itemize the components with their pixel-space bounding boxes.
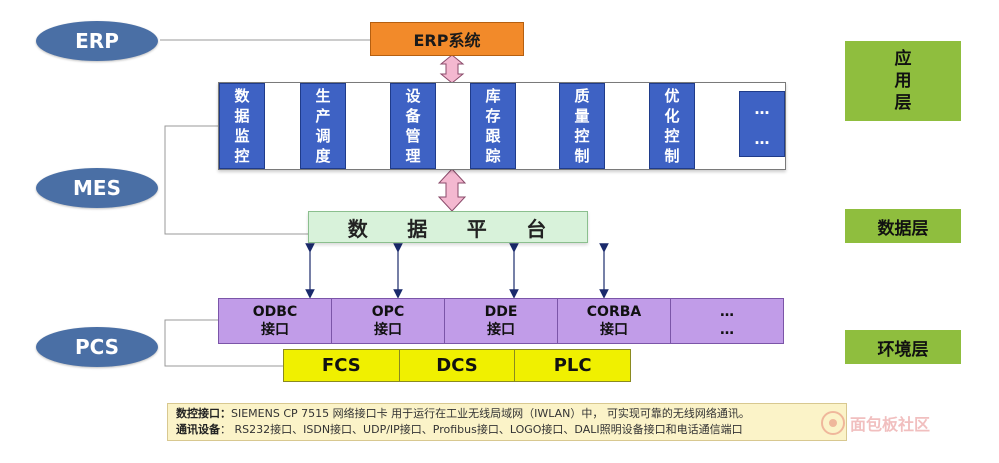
module-quality-control: 质 量 控 制 xyxy=(559,83,605,169)
module-char: 质 xyxy=(574,87,590,105)
module-data-monitoring: 数 据 监 控 xyxy=(219,83,265,169)
pcs-ellipse: PCS xyxy=(36,327,158,367)
module-char: … xyxy=(754,130,770,148)
erp-system-box: ERP系统 xyxy=(370,22,524,56)
erp-ellipse: ERP xyxy=(36,21,158,61)
module-char: 监 xyxy=(234,127,250,145)
module-char: 理 xyxy=(405,147,421,165)
layer-environment: 环境层 xyxy=(845,330,961,364)
layer-application: 应 用 层 xyxy=(845,41,961,121)
module-char: 产 xyxy=(315,107,331,125)
module-char: 生 xyxy=(315,87,331,105)
module-inventory-tracking: 库 存 跟 踪 xyxy=(470,83,516,169)
interface-sub: 接口 xyxy=(600,322,628,338)
module-char: 数 xyxy=(234,87,250,105)
mes-module-container: 数 据 监 控 生 产 调 度 设 备 管 理 库 存 跟 踪 质 量 控 制 … xyxy=(218,82,786,170)
double-arrow-erp-mes xyxy=(439,54,465,84)
note-line-2: 通讯设备： RS232接口、ISDN接口、UDP/IP接口、Profibus接口… xyxy=(176,422,838,438)
platform-char: 台 xyxy=(526,216,549,241)
mes-bracket-line xyxy=(164,125,308,235)
module-char: 设 xyxy=(405,87,421,105)
controller-dcs: DCS xyxy=(399,349,516,382)
interface-corba: CORBA 接口 xyxy=(558,298,671,344)
module-char: 备 xyxy=(405,107,421,125)
note-line-1-text: SIEMENS CP 7515 网络接口卡 用于运行在工业无线局域网（IWLAN… xyxy=(231,407,750,420)
layer-char: 层 xyxy=(894,93,912,113)
interface-opc: OPC 接口 xyxy=(332,298,445,344)
layer-char: 用 xyxy=(894,71,912,91)
module-char: 管 xyxy=(405,127,421,145)
interface-name: CORBA xyxy=(586,304,642,320)
module-char: 据 xyxy=(234,107,250,125)
link-arrows xyxy=(305,243,609,299)
module-char: 库 xyxy=(485,87,501,105)
interface-more: … … xyxy=(671,298,784,344)
module-char: 存 xyxy=(485,107,501,125)
interface-row: ODBC 接口 OPC 接口 DDE 接口 CORBA 接口 … … xyxy=(218,298,784,344)
module-char: 量 xyxy=(574,107,590,125)
module-char: 跟 xyxy=(485,127,501,145)
module-production-scheduling: 生 产 调 度 xyxy=(300,83,346,169)
platform-char: 平 xyxy=(466,216,489,241)
interface-name: … xyxy=(720,304,734,320)
pcs-label: PCS xyxy=(74,335,120,359)
module-char: … xyxy=(754,100,770,118)
note-box: 数控接口：SIEMENS CP 7515 网络接口卡 用于运行在工业无线局域网（… xyxy=(167,403,847,441)
module-optimization-control: 优 化 控 制 xyxy=(649,83,695,169)
module-char: 制 xyxy=(664,147,680,165)
module-equipment-management: 设 备 管 理 xyxy=(390,83,436,169)
interface-sub: 接口 xyxy=(374,322,402,338)
interface-sub: 接口 xyxy=(261,322,289,338)
watermark-text: 面包板社区 xyxy=(850,415,931,434)
module-char: 调 xyxy=(315,127,331,145)
module-char: 度 xyxy=(315,147,331,165)
module-more: … … xyxy=(739,91,785,157)
note-line-1-label: 数控接口： xyxy=(176,407,231,420)
note-line-2-text: ： RS232接口、ISDN接口、UDP/IP接口、Profibus接口、LOG… xyxy=(220,423,743,436)
platform-char: 数 xyxy=(347,216,370,241)
mes-label: MES xyxy=(73,176,121,200)
layer-char: 应 xyxy=(894,49,912,69)
interface-sub: 接口 xyxy=(487,322,515,338)
module-char: 化 xyxy=(664,107,680,125)
interface-odbc: ODBC 接口 xyxy=(218,298,332,344)
interface-dde: DDE 接口 xyxy=(445,298,558,344)
interface-name: OPC xyxy=(371,304,405,320)
controller-plc: PLC xyxy=(515,349,632,382)
watermark-logo-icon xyxy=(821,411,845,435)
note-line-1: 数控接口：SIEMENS CP 7515 网络接口卡 用于运行在工业无线局域网（… xyxy=(176,406,838,422)
erp-label: ERP xyxy=(75,29,119,53)
controller-row: FCS DCS PLC xyxy=(283,349,632,382)
controller-fcs: FCS xyxy=(283,349,400,382)
interface-name: ODBC xyxy=(252,304,298,320)
platform-char: 据 xyxy=(407,216,430,241)
pcs-bracket-line xyxy=(164,319,283,367)
watermark: 面包板社区 xyxy=(820,410,930,436)
module-char: 控 xyxy=(574,127,590,145)
module-char: 控 xyxy=(234,147,250,165)
double-arrow-mes-platform xyxy=(437,168,467,212)
erp-system-label: ERP系统 xyxy=(413,31,481,50)
layer-data: 数据层 xyxy=(845,209,961,243)
module-char: 控 xyxy=(664,127,680,145)
module-char: 优 xyxy=(664,87,680,105)
mes-ellipse: MES xyxy=(36,168,158,208)
interface-name: DDE xyxy=(484,304,518,320)
module-char: 制 xyxy=(574,147,590,165)
interface-sub: … xyxy=(720,322,734,338)
note-line-2-label: 通讯设备 xyxy=(176,423,220,436)
module-char: 踪 xyxy=(485,147,501,165)
data-platform: 数 据 平 台 xyxy=(308,211,588,243)
